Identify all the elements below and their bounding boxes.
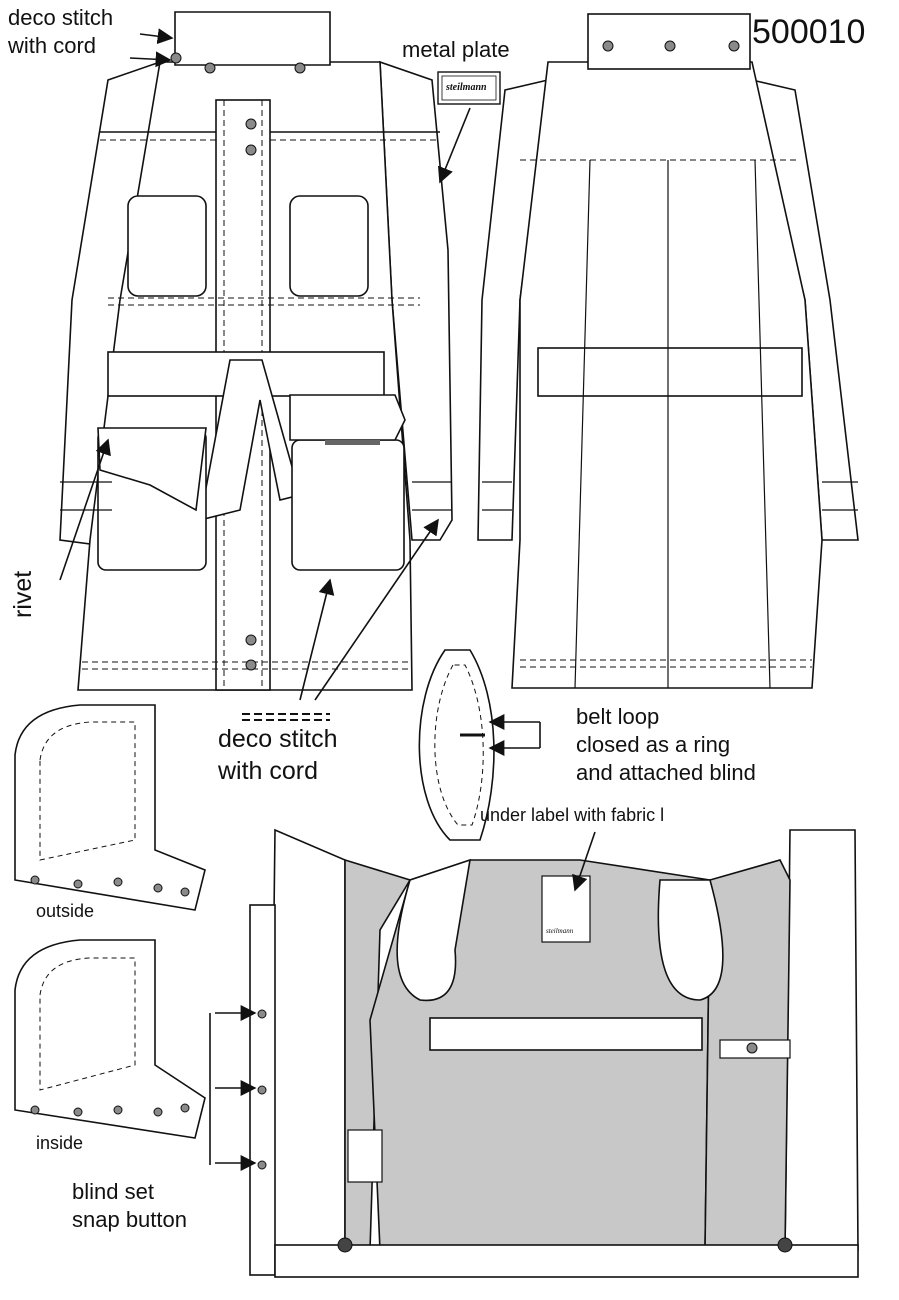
belt-loop-label-1: belt loop [576,704,660,729]
blind-set-label-2: snap button [72,1207,187,1232]
inner-label-brand: steilmann [546,927,574,935]
back-view [477,13,859,689]
lower-flap-right [289,394,406,441]
collar-dots [30,875,190,1117]
inner-left-front [269,828,346,1251]
collar-inside-label: inside [36,1133,84,1153]
blind-set-label-1: blind set [72,1179,154,1204]
hem-band [274,1244,859,1278]
belt-loop-label-2: closed as a ring [576,732,731,757]
collar-outside-label: outside [36,901,95,921]
deco-stitch-mid-label-2: with cord [218,757,319,785]
deco-stitch-top-label-1: deco stitch [8,5,114,30]
deco-stitch-top-label-2: with cord [8,33,97,58]
front-buttons [170,52,306,671]
inner-view [249,828,859,1278]
snap-buttons [257,1009,793,1253]
deco-stitch-mid-label-1: deco stitch [218,725,338,753]
metal-plate-label: metal plate [402,37,510,62]
collar-inside [14,939,206,1139]
bracket-lines [209,713,541,1165]
belt-loop-ring [418,649,495,841]
chest-pocket-left [127,195,207,297]
rivet-label: rivet [9,570,37,618]
back-belt [537,347,803,397]
inner-pocket [347,1129,383,1183]
belt-loop-label-3: and attached blind [576,760,756,785]
front-view [59,11,453,691]
callout-arrows [59,28,596,1171]
front-collar [174,11,331,66]
armhole-left [396,858,472,1002]
metal-plate-brand: steilmann [446,82,487,93]
metal-plate [437,71,501,105]
style-number: 500010 [752,13,866,51]
inner-facing [429,1017,703,1051]
under-label-label: under label with fabric l [480,805,665,825]
inner-right-front [784,829,859,1251]
back-collar-buttons [602,40,740,52]
lower-pocket-right [291,439,405,571]
chest-pocket-right [289,195,369,297]
armhole-right [657,879,724,1001]
collar-outside [14,704,206,911]
